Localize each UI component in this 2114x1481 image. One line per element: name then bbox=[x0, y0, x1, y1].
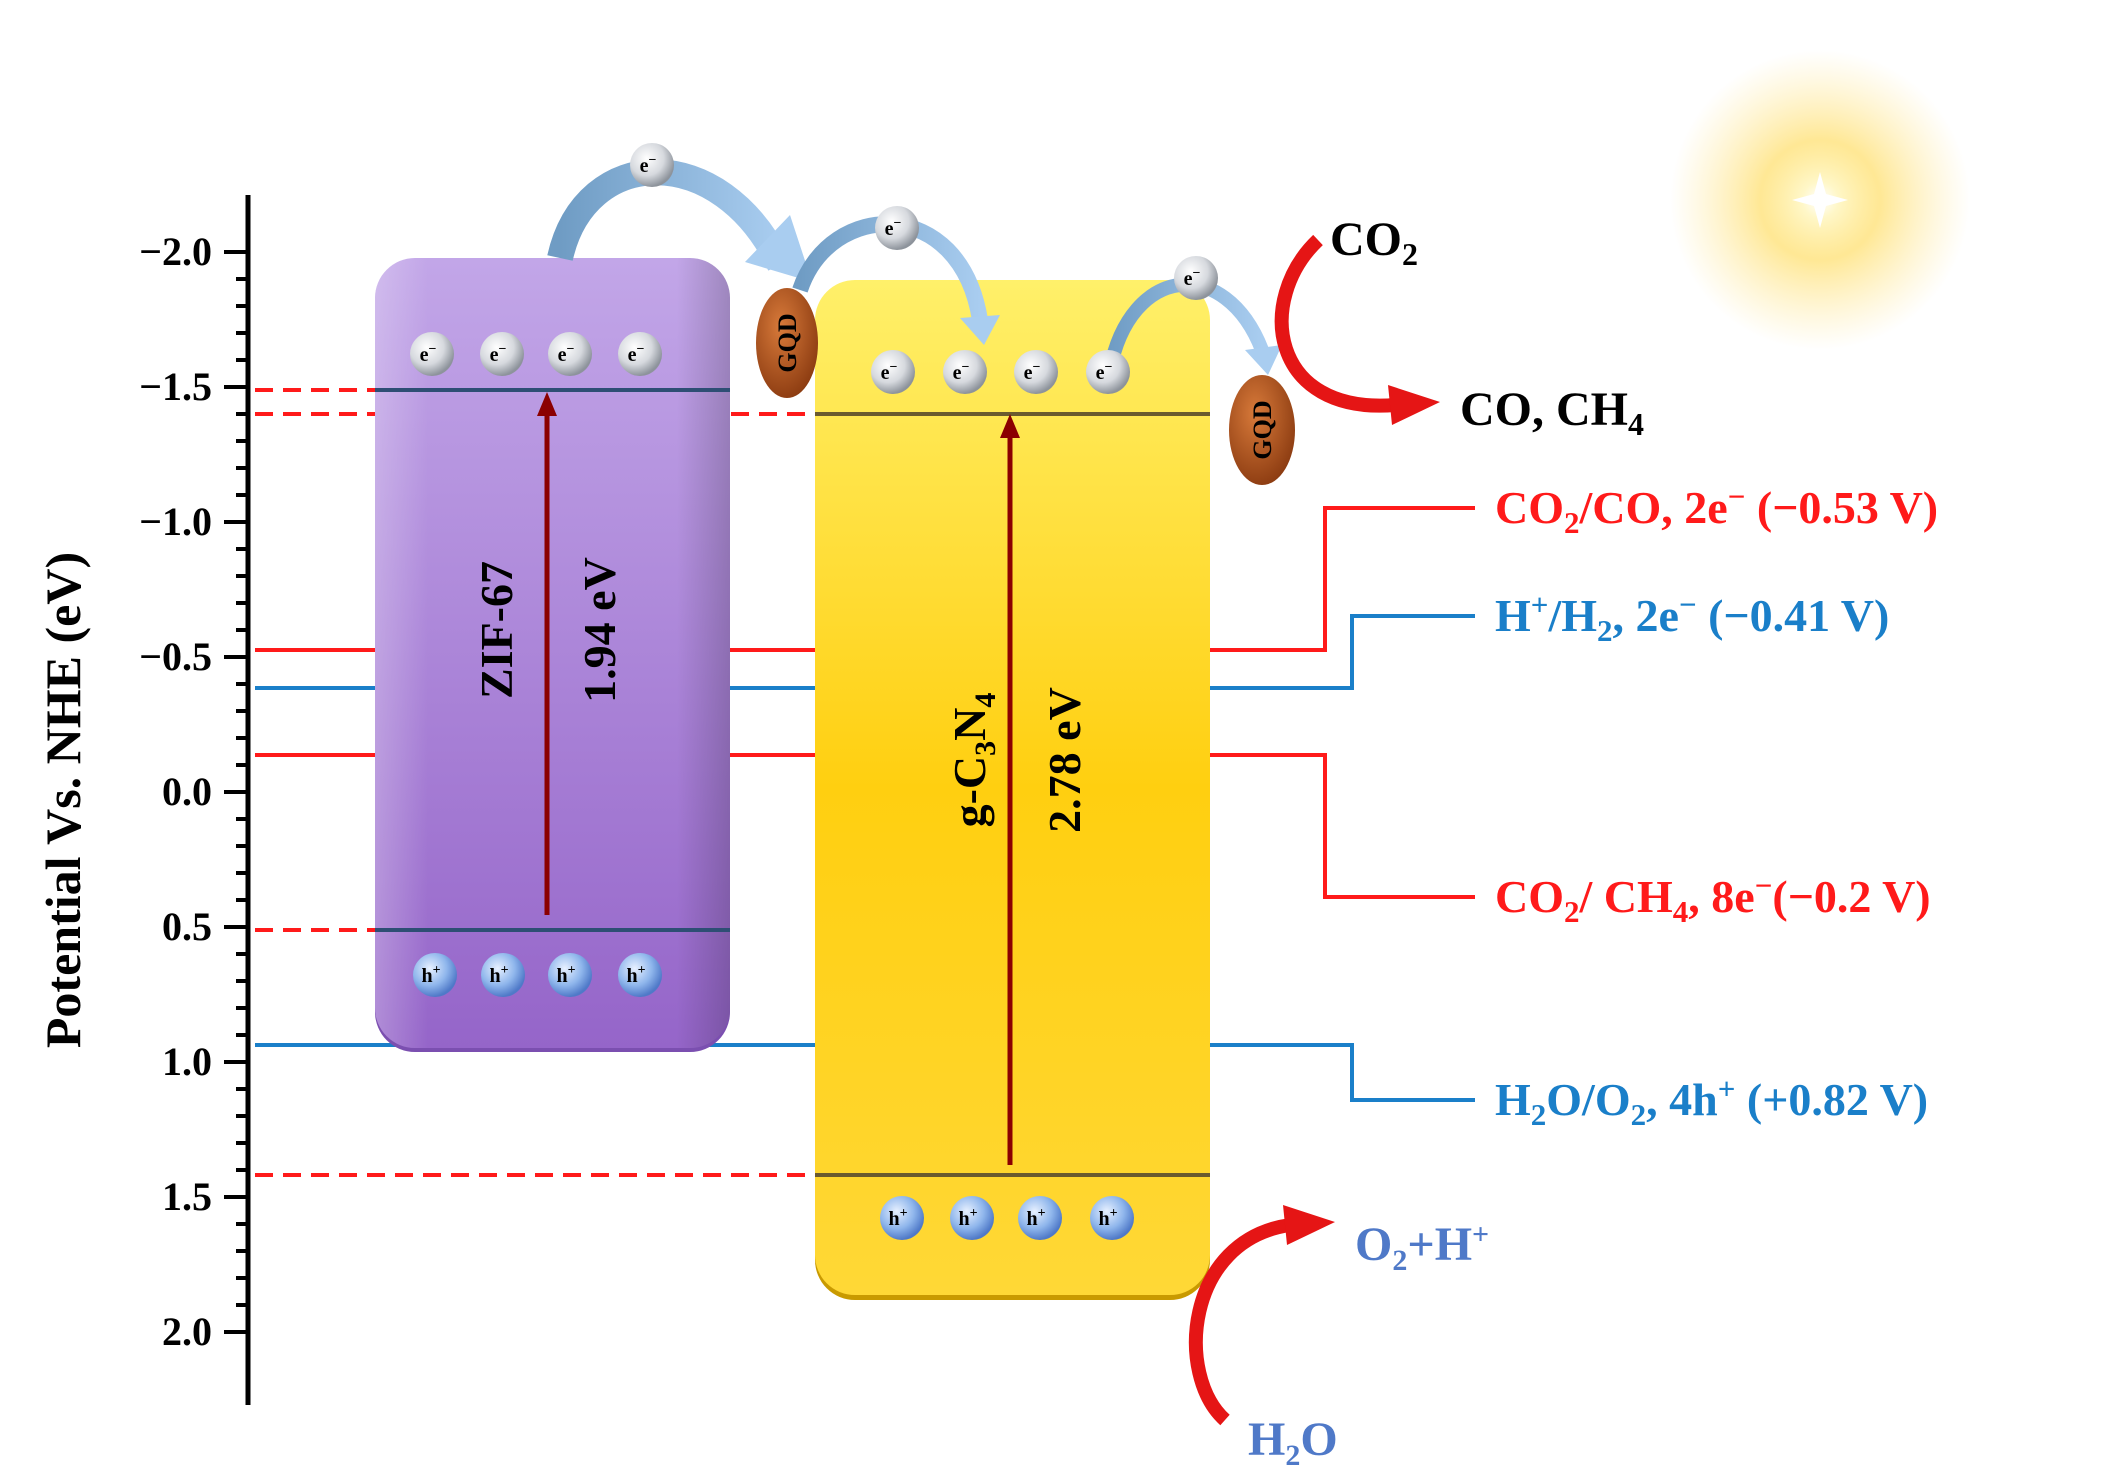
svg-text:e−: e− bbox=[420, 342, 437, 366]
hole-carrier: h+ bbox=[548, 953, 592, 997]
tick-label: −1.0 bbox=[139, 499, 212, 544]
tick-label: −0.5 bbox=[139, 634, 212, 679]
gqd-1: GQD bbox=[756, 288, 818, 398]
gcn-gap-arrowhead bbox=[1000, 414, 1020, 438]
tick-label: 2.0 bbox=[162, 1309, 212, 1354]
co2-co-line bbox=[255, 506, 1475, 652]
reaction-arrows bbox=[1188, 234, 1440, 1426]
svg-text:h+: h+ bbox=[888, 1206, 907, 1230]
svg-text:h+: h+ bbox=[1098, 1206, 1117, 1230]
transfer-arrow-zif-to-gqd bbox=[547, 159, 792, 271]
h2o-species: H2O bbox=[1248, 1413, 1338, 1472]
tick-label: 0.5 bbox=[162, 904, 212, 949]
gqd-2: GQD bbox=[1229, 375, 1295, 485]
electron-carrier: e− bbox=[410, 332, 454, 376]
electron-carrier: e− bbox=[618, 332, 662, 376]
tick-label: 1.0 bbox=[162, 1039, 212, 1084]
co2-co-potential-label: CO2/CO, 2e− (−0.53 V) bbox=[1495, 479, 1938, 540]
svg-text:GQD: GQD bbox=[1248, 400, 1277, 459]
o2-h-species: O2+H+ bbox=[1355, 1218, 1489, 1277]
transferring-electron: e− bbox=[875, 206, 919, 250]
charge-carriers: e− e− e− e− h+ h+ h+ h+ e− e− e− e− h+ h+ h+ h+ e− e− e− bbox=[410, 143, 1218, 1240]
tick-label: −2.0 bbox=[139, 229, 212, 274]
svg-text:e−: e− bbox=[628, 342, 645, 366]
zif-67-band: ZIF-67 1.94 eV bbox=[375, 258, 730, 1052]
hole-carrier: h+ bbox=[618, 953, 662, 997]
svg-text:h+: h+ bbox=[421, 963, 440, 987]
zif-name: ZIF-67 bbox=[471, 561, 522, 699]
tick-label: 0.0 bbox=[162, 769, 212, 814]
transferring-electron: e− bbox=[1174, 256, 1218, 300]
svg-text:e−: e− bbox=[885, 216, 902, 240]
svg-text:e−: e− bbox=[1184, 266, 1201, 290]
svg-text:e−: e− bbox=[1024, 360, 1041, 384]
electron-carrier: e− bbox=[1014, 350, 1058, 394]
svg-text:e−: e− bbox=[490, 342, 507, 366]
zif-gap-arrowhead bbox=[537, 392, 557, 416]
co-ch4-species: CO, CH4 bbox=[1460, 383, 1644, 442]
transferring-electron: e− bbox=[630, 143, 674, 187]
svg-text:h+: h+ bbox=[958, 1206, 977, 1230]
y-axis: −2.0 −1.5 −1.0 −0.5 0.0 0.5 1.0 1.5 2.0 Potentia… bbox=[35, 195, 251, 1405]
gcn-gap: 2.78 eV bbox=[1039, 687, 1090, 833]
tick-label: 1.5 bbox=[162, 1174, 212, 1219]
electron-carrier: e− bbox=[871, 350, 915, 394]
water-oxidation-arrow-icon bbox=[1188, 1218, 1292, 1426]
co2-ch4-line bbox=[255, 753, 1475, 899]
svg-text:e−: e− bbox=[558, 342, 575, 366]
svg-text:h+: h+ bbox=[489, 963, 508, 987]
hole-carrier: h+ bbox=[481, 953, 525, 997]
co2-reduction-arrow-icon bbox=[1274, 234, 1396, 413]
svg-text:GQD: GQD bbox=[773, 313, 802, 372]
svg-text:e−: e− bbox=[953, 360, 970, 384]
sun-sparkle-icon bbox=[1792, 172, 1848, 228]
potential-lines bbox=[255, 506, 1475, 1102]
hole-carrier: h+ bbox=[413, 953, 457, 997]
svg-text:h+: h+ bbox=[1026, 1206, 1045, 1230]
h-h2-potential-label: H+/H2, 2e− (−0.41 V) bbox=[1495, 587, 1889, 648]
co2-species: CO2 bbox=[1330, 213, 1418, 272]
electron-carrier: e− bbox=[943, 350, 987, 394]
svg-text:h+: h+ bbox=[626, 963, 645, 987]
electron-carrier: e− bbox=[548, 332, 592, 376]
svg-text:e−: e− bbox=[1096, 360, 1113, 384]
axis-title: Potential Vs. NHE (eV) bbox=[35, 552, 91, 1048]
svg-text:h+: h+ bbox=[556, 963, 575, 987]
hole-carrier: h+ bbox=[1018, 1196, 1062, 1240]
gcn-name: g-C3N4 bbox=[944, 693, 1002, 828]
h2o-o2-potential-label: H2O/O2, 4h+ (+0.82 V) bbox=[1495, 1071, 1928, 1132]
hole-carrier: h+ bbox=[950, 1196, 994, 1240]
svg-text:e−: e− bbox=[881, 360, 898, 384]
electron-carrier: e− bbox=[1086, 350, 1130, 394]
svg-text:e−: e− bbox=[640, 153, 657, 177]
zif-gap: 1.94 eV bbox=[574, 557, 625, 703]
co2-ch4-potential-label: CO2/ CH4, 8e−(−0.2 V) bbox=[1495, 868, 1931, 929]
h-h2-line bbox=[255, 614, 1475, 690]
hole-carrier: h+ bbox=[1090, 1196, 1134, 1240]
h2o-o2-line bbox=[255, 1043, 1475, 1102]
hole-carrier: h+ bbox=[880, 1196, 924, 1240]
electron-carrier: e− bbox=[480, 332, 524, 376]
gcn-band: g-C3N4 2.78 eV bbox=[815, 280, 1210, 1300]
tick-label: −1.5 bbox=[139, 364, 212, 409]
